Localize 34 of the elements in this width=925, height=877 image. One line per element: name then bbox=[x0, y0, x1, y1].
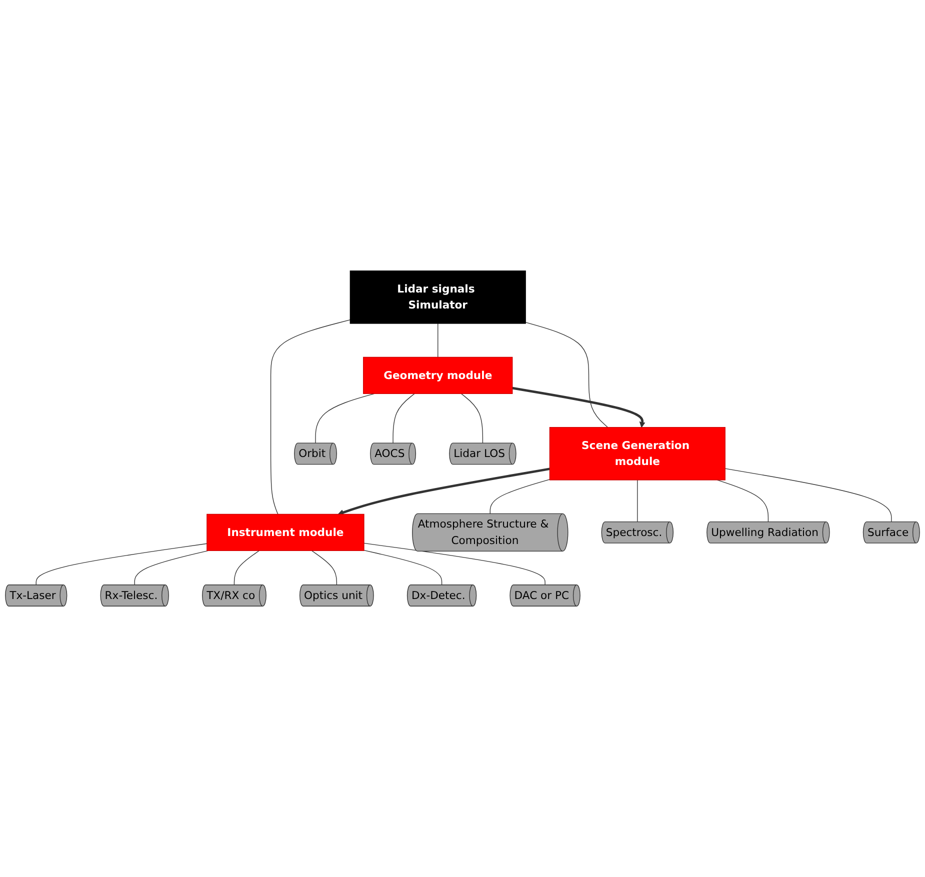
arrow bbox=[512, 386, 646, 428]
connector bbox=[392, 393, 415, 444]
node-text: TX/RX co bbox=[206, 588, 256, 602]
node-box: Scene Generation module bbox=[549, 427, 726, 480]
connector bbox=[364, 542, 546, 586]
connector bbox=[716, 480, 769, 522]
node-text: Orbit bbox=[298, 446, 326, 460]
node-text: Lidar LOS bbox=[454, 446, 505, 460]
node-text: Optics unit bbox=[304, 588, 363, 602]
node-box: Instrument module bbox=[206, 514, 364, 551]
connector bbox=[637, 480, 638, 522]
connector bbox=[525, 322, 608, 428]
node-text: Spectrosc. bbox=[606, 526, 662, 539]
node-text: Upwelling Radiation bbox=[711, 526, 818, 539]
connector bbox=[270, 320, 351, 515]
node-text: Tx-Laser bbox=[10, 588, 56, 602]
node-text: Dx-Detec. bbox=[412, 588, 466, 602]
node-box: Lidar signals Simulator bbox=[350, 270, 526, 324]
connector bbox=[364, 550, 442, 586]
node-text: DAC or PC bbox=[514, 588, 570, 602]
connector bbox=[36, 543, 208, 586]
node-text: Rx-Telesc. bbox=[104, 588, 158, 602]
connector bbox=[315, 393, 375, 444]
connector bbox=[460, 393, 484, 444]
connector bbox=[134, 550, 209, 586]
node-text: Surface bbox=[867, 526, 909, 539]
connector bbox=[724, 468, 892, 522]
arrow bbox=[338, 468, 550, 516]
node-box: Geometry module bbox=[363, 356, 513, 394]
connector bbox=[311, 550, 338, 586]
node-text: Atmosphere Structure & Composition bbox=[418, 518, 549, 547]
node-text: AOCS bbox=[374, 446, 405, 460]
connector bbox=[234, 550, 260, 586]
connector bbox=[490, 479, 550, 514]
